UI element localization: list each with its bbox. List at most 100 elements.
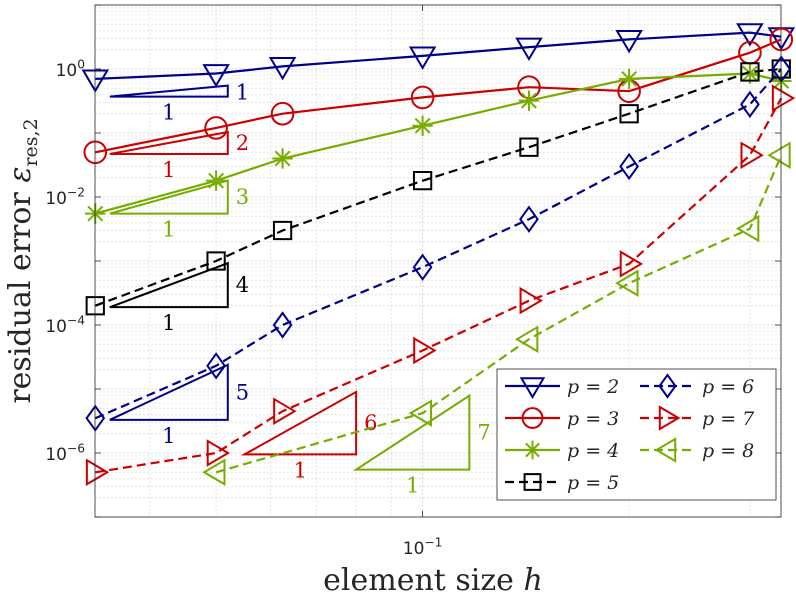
data-point — [740, 90, 760, 119]
y-axis-label: residual error εres,2 — [3, 118, 42, 403]
axis-ticks: 10−1 100 10−2 10−4 10−6 — [45, 4, 781, 559]
legend-label: p = 2 — [567, 376, 619, 398]
data-point — [412, 115, 433, 136]
data-point — [270, 101, 295, 126]
y-tick-label: 10−2 — [45, 185, 85, 209]
slope-triangle-shape — [109, 179, 229, 215]
slope-triangle-4: 15 — [109, 363, 249, 448]
data-point — [619, 250, 644, 278]
legend-entry-6: p = 8 — [640, 437, 754, 463]
slope-triangle-shape — [109, 130, 229, 155]
slope-rise-label: 4 — [236, 273, 249, 297]
data-point — [273, 397, 297, 425]
y-tick-label: 10−4 — [45, 313, 85, 337]
data-point — [519, 377, 546, 399]
data-point — [206, 439, 231, 467]
data-point — [410, 85, 435, 110]
y-tick-label: 100 — [56, 57, 85, 81]
series-line — [95, 31, 782, 80]
data-point — [736, 23, 764, 47]
data-point — [735, 214, 760, 243]
slope-triangle-3: 14 — [109, 261, 249, 335]
series-line — [94, 68, 783, 420]
data-point — [412, 171, 433, 191]
slope-run-label: 1 — [162, 218, 175, 242]
slope-rise-label: 7 — [477, 421, 490, 445]
slope-triangle-2: 13 — [109, 179, 249, 242]
slope-triangle-shape — [109, 84, 229, 98]
data-point — [519, 137, 539, 157]
slope-rise-label: 5 — [236, 380, 249, 404]
data-point — [740, 62, 760, 82]
series-line — [94, 67, 782, 307]
slope-triangle-1: 12 — [109, 130, 249, 182]
slope-triangle-6: 17 — [352, 393, 491, 498]
series-line — [95, 72, 782, 215]
data-point — [204, 116, 228, 140]
slope-rise-label: 2 — [236, 131, 249, 155]
slope-rise-label: 1 — [236, 81, 249, 105]
series-5 — [85, 84, 796, 487]
data-point — [740, 141, 764, 169]
slope-rise-label: 6 — [364, 411, 377, 435]
slope-run-label: 1 — [162, 424, 175, 448]
slope-run-label: 1 — [162, 158, 175, 182]
legend: p = 2p = 3p = 4p = 5p = 6p = 7p = 8 — [496, 368, 777, 501]
slope-run-label: 1 — [294, 458, 307, 482]
slope-triangle-shape — [240, 390, 358, 456]
data-point — [658, 405, 681, 431]
data-point — [521, 407, 544, 429]
slope-run-label: 1 — [162, 311, 175, 335]
data-point — [519, 286, 543, 315]
slope-run-label: 1 — [162, 101, 175, 125]
data-point — [272, 220, 293, 241]
data-point — [412, 253, 433, 281]
legend-label: p = 6 — [702, 376, 754, 398]
data-point — [202, 458, 226, 487]
y-tick-label: 10−6 — [45, 441, 85, 465]
series-6 — [202, 141, 791, 487]
slope-run-label: 1 — [406, 474, 419, 498]
data-point — [408, 399, 433, 427]
legend-label: p = 7 — [702, 408, 755, 430]
data-point — [767, 141, 791, 169]
series-line — [215, 154, 783, 474]
data-point — [272, 311, 293, 339]
legend-entry-2: p = 4 — [505, 440, 619, 462]
legend-label: p = 4 — [567, 440, 619, 462]
data-point — [515, 37, 543, 62]
data-point — [739, 63, 761, 84]
data-point — [523, 473, 542, 491]
data-point — [202, 64, 230, 88]
legend-box — [496, 368, 777, 501]
data-point — [85, 296, 105, 316]
legend-entry-0: p = 2 — [505, 376, 619, 399]
legend-entry-3: p = 5 — [505, 472, 619, 494]
x-axis-label: element size h — [323, 563, 543, 595]
legend-label: p = 5 — [567, 472, 619, 494]
data-point — [619, 104, 639, 124]
data-point — [268, 56, 297, 81]
data-point — [658, 373, 677, 399]
data-point — [413, 336, 437, 365]
x-tick-label: 10−1 — [403, 535, 443, 559]
data-point — [206, 352, 226, 380]
slope-triangle-shape — [109, 363, 229, 421]
legend-entry-5: p = 7 — [640, 405, 755, 431]
data-point — [615, 30, 643, 54]
grid — [95, 4, 781, 518]
data-point — [771, 84, 796, 112]
data-point — [408, 46, 437, 70]
data-point — [619, 152, 639, 181]
data-point — [518, 90, 540, 111]
data-point — [523, 440, 542, 460]
data-point — [85, 458, 110, 487]
legend-label: p = 8 — [702, 440, 754, 462]
series-line — [95, 97, 783, 474]
data-point — [205, 170, 227, 191]
data-point — [654, 437, 677, 463]
data-point — [206, 251, 226, 271]
slope-rise-label: 3 — [236, 185, 249, 209]
slope-triangle-shape — [109, 261, 229, 309]
